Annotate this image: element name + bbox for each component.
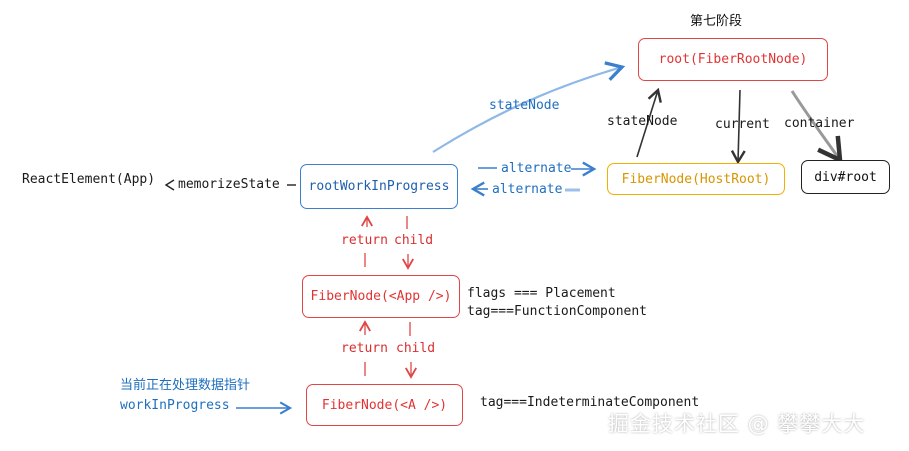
node-react-element-app: ReactElement(App) (22, 172, 156, 187)
annotation-app-flags: flags === Placement (467, 286, 616, 301)
annotation-a-tag: tag===IndeterminateComponent (480, 395, 700, 410)
edge-container-root-to-div (790, 90, 843, 164)
watermark-text: 掘金技术社区 @ 攀攀大大 (608, 412, 866, 436)
label-alternate-bottom: alternate (492, 182, 563, 197)
stage-title: 第七阶段 (690, 14, 743, 29)
node-div-root: div#root (801, 160, 890, 194)
label-statenode: stateNode (607, 114, 678, 129)
label-alternate-top: alternate (501, 161, 572, 176)
label-memorize-state: memorizeState (178, 177, 280, 192)
edge-statenode-hostroot-to-root (636, 87, 662, 158)
label-statenode-blue: stateNode (489, 98, 560, 113)
label-return-2: return (341, 341, 388, 356)
annotation-pointer-desc: 当前正在处理数据指针 (120, 378, 251, 393)
node-root-work-in-progress: rootWorkInProgress (300, 164, 458, 209)
node-fiber-a: FiberNode(<A />) (306, 384, 463, 426)
edge-current-root-to-hostroot (730, 89, 746, 165)
node-fiber-app: FiberNode(<App />) (302, 275, 460, 318)
label-child-2: child (396, 341, 436, 356)
edge-statenode-wip-to-root (432, 61, 626, 153)
label-container: container (784, 116, 855, 131)
label-current: current (715, 117, 770, 132)
node-fiber-host-root: FiberNode(HostRoot) (607, 163, 785, 195)
annotation-app-tag: tag===FunctionComponent (467, 304, 648, 319)
node-root-fiber-root-node: root(FiberRootNode) (638, 38, 828, 81)
label-return-1: return (341, 233, 388, 248)
label-child-1: child (394, 233, 434, 248)
edge-memorizestate-arrow (164, 179, 175, 191)
annotation-pointer-name: workInProgress (120, 398, 230, 413)
